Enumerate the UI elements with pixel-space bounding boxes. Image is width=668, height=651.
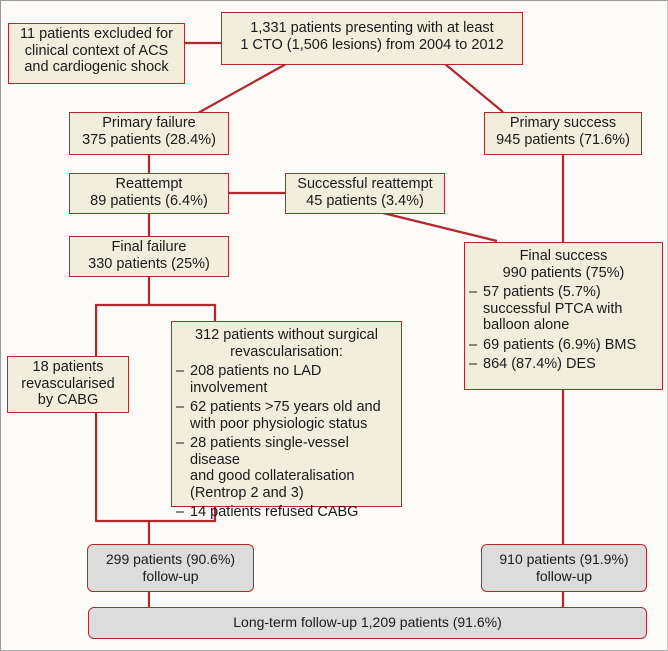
connector-start-primary-success bbox=[444, 63, 504, 113]
box-line: 299 patients (90.6%) bbox=[105, 551, 236, 567]
box-line: 312 patients without surgical bbox=[195, 327, 378, 343]
box-line: Successful reattempt bbox=[297, 176, 433, 192]
list-item: –69 patients (6.9%) BMS bbox=[469, 337, 658, 354]
successful-reattempt-box: Successful reattempt 45 patients (3.4%) bbox=[285, 173, 445, 214]
longterm-followup-box: Long-term follow-up 1,209 patients (91.6… bbox=[88, 607, 647, 639]
box-line: by CABG bbox=[37, 392, 99, 408]
box-line: and cardiogenic shock bbox=[24, 59, 169, 75]
list-item: –208 patients no LAD involvement bbox=[176, 363, 397, 396]
box-line: Reattempt bbox=[115, 176, 183, 192]
primary-failure-box: Primary failure 375 patients (28.4%) bbox=[69, 112, 229, 155]
list-item: –28 patients single-vessel disease and g… bbox=[176, 435, 397, 501]
box-line: 18 patients bbox=[32, 359, 104, 375]
box-line: 11 patients excluded for bbox=[20, 26, 173, 42]
excluded-patients-box: 11 patients excluded for clinical contex… bbox=[8, 23, 185, 84]
list-item: –864 (87.4%) DES bbox=[469, 356, 658, 373]
primary-success-box: Primary success 945 patients (71.6%) bbox=[484, 112, 642, 155]
box-line: 910 patients (91.9%) bbox=[499, 551, 629, 567]
box-line: 89 patients (6.4%) bbox=[90, 192, 208, 209]
bullet: – bbox=[469, 356, 478, 372]
list-item: –57 patients (5.7%) successful PTCA with… bbox=[469, 284, 658, 334]
box-line: Final failure bbox=[111, 239, 187, 255]
no-surgery-list: –208 patients no LAD involvement –62 pat… bbox=[176, 363, 397, 521]
box-line: Long-term follow-up 1,209 patients (91.6… bbox=[233, 614, 502, 630]
connector-branch-left bbox=[94, 303, 217, 356]
connector-cabg-merge bbox=[94, 412, 217, 523]
final-failure-box: Final failure 330 patients (25%) bbox=[69, 236, 229, 277]
bullet: – bbox=[176, 435, 185, 451]
bullet: – bbox=[176, 399, 185, 415]
box-line: 945 patients (71.6%) bbox=[496, 131, 630, 148]
list-item-text: 208 patients no LAD involvement bbox=[190, 363, 322, 396]
list-item-text: 14 patients refused CABG bbox=[190, 504, 359, 520]
no-surgery-box: 312 patients without surgical revascular… bbox=[171, 321, 402, 520]
connector-start-primary-failure bbox=[197, 63, 287, 114]
box-line: 375 patients (28.4%) bbox=[82, 131, 216, 148]
list-item-text: 69 patients (6.9%) BMS bbox=[483, 336, 637, 353]
list-item: –62 patients >75 years old and with poor… bbox=[176, 399, 397, 432]
box-line: Primary failure bbox=[102, 115, 196, 131]
box-line: Primary success bbox=[509, 115, 617, 131]
box-line: 330 patients (25%) bbox=[88, 255, 210, 272]
list-item-text: 62 patients >75 years old and with poor … bbox=[190, 399, 381, 432]
cabg-box: 18 patients revascularised by CABG bbox=[7, 356, 129, 413]
reattempt-box: Reattempt 89 patients (6.4%) bbox=[69, 173, 229, 214]
bullet: – bbox=[469, 336, 478, 353]
bullet: – bbox=[469, 284, 478, 300]
final-success-list: –57 patients (5.7%) successful PTCA with… bbox=[469, 284, 658, 373]
start-population-box: 1,331 patients presenting with at least … bbox=[221, 12, 523, 65]
connector-successful-finalsuccess bbox=[382, 211, 498, 243]
box-line: 45 patients (3.4%) bbox=[306, 192, 424, 209]
list-item-text: 864 (87.4%) DES bbox=[483, 356, 596, 372]
followup-right-box: 910 patients (91.9%) follow-up bbox=[481, 544, 647, 592]
box-line: clinical context of ACS bbox=[24, 42, 169, 59]
followup-left-box: 299 patients (90.6%) follow-up bbox=[87, 544, 254, 592]
box-line: 1 CTO (1,506 lesions) from 2004 to 2012 bbox=[240, 36, 504, 53]
bullet: – bbox=[176, 504, 185, 520]
box-line: follow-up bbox=[535, 567, 593, 584]
box-line: revascularised bbox=[21, 375, 115, 392]
box-line: revascularisation: bbox=[230, 343, 343, 360]
final-success-box: Final success 990 patients (75%) –57 pat… bbox=[464, 242, 663, 390]
list-item-text: 57 patients (5.7%) successful PTCA with … bbox=[483, 284, 623, 333]
box-line: 990 patients (75%) bbox=[502, 264, 625, 281]
box-line: Final success bbox=[519, 248, 608, 264]
list-item: –14 patients refused CABG bbox=[176, 504, 397, 521]
bullet: – bbox=[176, 363, 185, 379]
list-item-text: 28 patients single-vessel disease and go… bbox=[190, 435, 355, 501]
box-line: 1,331 patients presenting with at least bbox=[250, 20, 494, 36]
box-line: follow-up bbox=[142, 567, 199, 584]
